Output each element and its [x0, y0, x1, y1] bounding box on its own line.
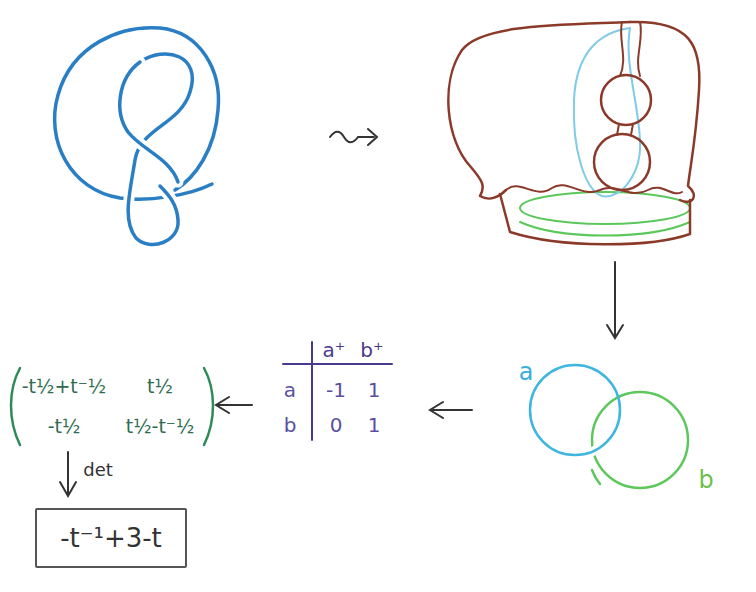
- result-text: -t⁻¹+3-t: [60, 523, 162, 553]
- circle-label: b: [698, 467, 713, 493]
- table-cell: 0: [330, 414, 343, 436]
- matrix-entry: -t½: [48, 416, 81, 437]
- table-header: b⁺: [360, 339, 383, 361]
- table-header: a⁺: [323, 339, 346, 361]
- table-cell: 1: [368, 379, 381, 401]
- operation-label: det: [83, 460, 113, 480]
- table-row-label: a: [284, 379, 296, 401]
- figure-eight-knot: [55, 28, 219, 245]
- matrix-entry: -t½+t⁻½: [22, 376, 107, 397]
- seifert-surface: [448, 22, 699, 244]
- circle-label: a: [519, 359, 534, 385]
- matrix-entry: t½-t⁻½: [126, 416, 195, 437]
- result-box: -t⁻¹+3-t: [35, 508, 187, 568]
- matrix-brackets: [11, 368, 213, 445]
- linked-circles: [530, 365, 688, 488]
- table-cell: 1: [368, 414, 381, 436]
- matrix-entry: t½: [147, 376, 173, 397]
- table-row-label: b: [284, 414, 297, 436]
- table-cell: -1: [326, 379, 346, 401]
- arrow: [60, 129, 623, 496]
